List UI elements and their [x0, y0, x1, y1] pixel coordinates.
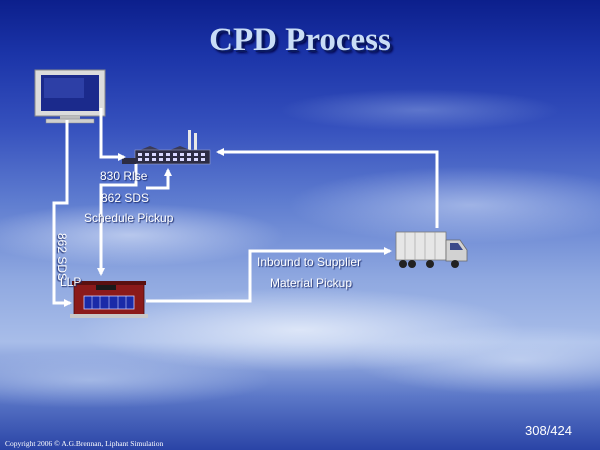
arrow-computer-to-llp [52, 120, 72, 307]
arrow-llp-to-factory [146, 168, 172, 190]
warehouse-building-icon [70, 281, 148, 318]
label-862-sds-top: 862 SDS [101, 191, 150, 205]
arrow-truck-to-factory [216, 148, 439, 228]
label-830-rlse: 830 Rlse [100, 169, 148, 183]
computer-monitor-icon [34, 69, 106, 124]
slide-title: CPD Process [209, 22, 391, 58]
label-material-pickup: Material Pickup [270, 276, 353, 290]
label-llp: LLP [60, 275, 82, 289]
copyright-text: Copyright 2006 © A.G.Brennan, Liphant Si… [5, 439, 164, 448]
label-schedule-pickup: Schedule Pickup [84, 211, 174, 225]
arrow-factory-to-llp [97, 164, 138, 276]
label-862-sds-vertical: 862 SDS [55, 232, 70, 282]
arrow-computer-to-factory [99, 108, 126, 161]
page-number: 308/424 [525, 423, 572, 438]
factory-icon [122, 130, 211, 165]
arrow-llp-to-truck [146, 247, 392, 303]
label-inbound-to-supplier: Inbound to Supplier [257, 255, 362, 269]
semi-truck-icon [395, 231, 468, 268]
